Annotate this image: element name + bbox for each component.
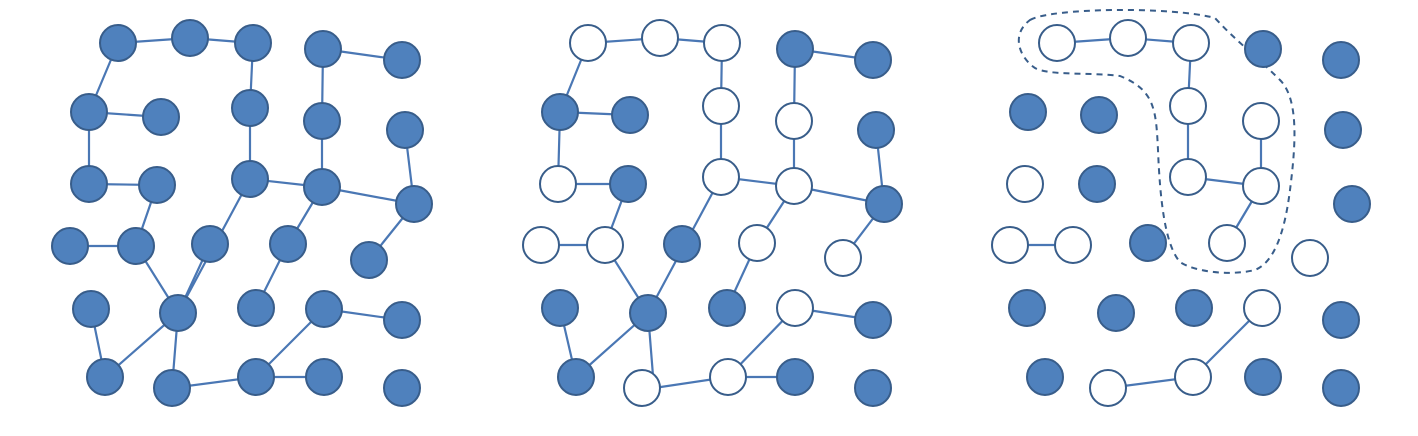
panel-3-node-filled — [1129, 224, 1167, 262]
panel-3-node-empty — [1242, 167, 1280, 205]
panel-2-node-filled — [663, 225, 701, 263]
panel-2-node-filled — [854, 301, 892, 339]
panel-3-node-empty — [1242, 102, 1280, 140]
panel-1-node-filled — [350, 241, 388, 279]
panel-3-node-filled — [1026, 358, 1064, 396]
panel-2-node-filled — [557, 358, 595, 396]
panel-2-node-empty — [641, 19, 679, 57]
panel-3-node-empty — [1006, 165, 1044, 203]
panel-2-node-filled — [776, 358, 814, 396]
panel-3-node-empty — [1089, 369, 1127, 407]
panel-3-node-empty — [1243, 289, 1281, 327]
panel-1-node-filled — [303, 102, 341, 140]
panel-2-node-filled — [776, 30, 814, 68]
panel-3-node-filled — [1324, 111, 1362, 149]
panel-1-node-filled — [86, 358, 124, 396]
panel-1-node-filled — [383, 369, 421, 407]
panel-1-node-filled — [70, 93, 108, 131]
panel-2-node-empty — [824, 239, 862, 277]
panel-3-node-empty — [1208, 224, 1246, 262]
panel-2-node-empty — [586, 226, 624, 264]
panel-3-node-filled — [1080, 96, 1118, 134]
panel-2-node-empty — [539, 165, 577, 203]
panel-2-node-empty — [775, 102, 813, 140]
panel-3-node-filled — [1008, 289, 1046, 327]
panel-3-node-empty — [1174, 358, 1212, 396]
panel-1-node-filled — [395, 185, 433, 223]
panel-1-node-filled — [237, 289, 275, 327]
panel-1-node-filled — [117, 227, 155, 265]
panel-2 — [522, 19, 903, 407]
panel-1-node-filled — [171, 19, 209, 57]
panel-3-node-filled — [1097, 294, 1135, 332]
panel-1-node-filled — [303, 168, 341, 206]
panel-2-node-filled — [854, 41, 892, 79]
panel-2-node-empty — [775, 167, 813, 205]
panel-2-node-empty — [623, 369, 661, 407]
panel-2-node-empty — [776, 289, 814, 327]
panel-2-node-filled — [541, 93, 579, 131]
panel-1-node-filled — [51, 227, 89, 265]
panel-2-node-empty — [522, 226, 560, 264]
panel-2-node-filled — [541, 289, 579, 327]
panel-2-node-empty — [702, 87, 740, 125]
panel-2-node-empty — [703, 24, 741, 62]
panel-1-node-filled — [304, 30, 342, 68]
panel-2-node-filled — [854, 369, 892, 407]
panel-1-node-filled — [231, 160, 269, 198]
panel-3-node-filled — [1244, 30, 1282, 68]
panel-3-node-empty — [1109, 19, 1147, 57]
panel-3-node-filled — [1009, 93, 1047, 131]
panel-3-node-filled — [1175, 289, 1213, 327]
panel-1-node-filled — [386, 111, 424, 149]
panel-3-node-filled — [1244, 358, 1282, 396]
panel-2-node-empty — [709, 358, 747, 396]
panel-1 — [51, 19, 433, 407]
panel-3-node-filled — [1333, 185, 1371, 223]
panel-3-node-filled — [1322, 301, 1360, 339]
panel-1-node-filled — [99, 24, 137, 62]
panel-3-node-empty — [991, 226, 1029, 264]
panel-1-node-filled — [383, 41, 421, 79]
panel-1-node-filled — [70, 165, 108, 203]
panel-2-node-empty — [738, 224, 776, 262]
panel-3-node-filled — [1078, 165, 1116, 203]
dashed-cluster-outline — [1017, 8, 1296, 274]
panel-3-node-filled — [1322, 369, 1360, 407]
panel-1-node-filled — [138, 166, 176, 204]
panel-1-node-filled — [231, 89, 269, 127]
panel-1-node-filled — [153, 369, 191, 407]
panel-3-node-empty — [1038, 24, 1076, 62]
panel-3-node-empty — [1172, 24, 1210, 62]
panel-3-node-empty — [1054, 226, 1092, 264]
panel-1-node-filled — [234, 24, 272, 62]
panel-1-node-filled — [237, 358, 275, 396]
panel-1-node-filled — [159, 294, 197, 332]
panel-2-node-filled — [609, 165, 647, 203]
panel-2-node-empty — [702, 158, 740, 196]
panel-3-node-empty — [1169, 87, 1207, 125]
panel-1-node-filled — [305, 290, 343, 328]
panel-1-node-filled — [305, 358, 343, 396]
panel-3-node-filled — [1322, 41, 1360, 79]
panel-2-node-filled — [611, 96, 649, 134]
panel-2-node-filled — [708, 289, 746, 327]
panel-1-node-filled — [383, 301, 421, 339]
panel-2-node-empty — [569, 24, 607, 62]
panel-2-node-filled — [857, 111, 895, 149]
panel-2-node-filled — [865, 185, 903, 223]
panel-1-node-filled — [269, 225, 307, 263]
panel-3-node-empty — [1291, 239, 1329, 277]
panel-3-node-empty — [1169, 158, 1207, 196]
panel-1-node-filled — [191, 225, 229, 263]
panel-2-node-filled — [629, 294, 667, 332]
panel-1-node-filled — [72, 290, 110, 328]
panel-3 — [991, 8, 1371, 407]
panel-1-node-filled — [142, 98, 180, 136]
